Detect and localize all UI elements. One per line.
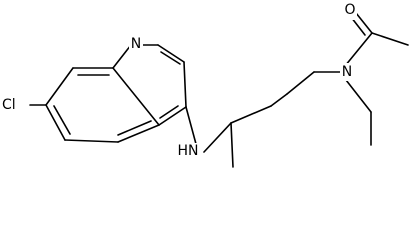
acetamide-group [344,12,409,146]
bond-c8a-n1 [112,44,132,69]
bond-c3-c4 [183,61,187,108]
benzo-ring [45,67,160,143]
bond-c4-nh [185,106,197,145]
bond-c2-c3 [157,44,185,63]
bond-carbonyl-double-a [355,12,373,34]
bond-c8-c7 [45,67,74,106]
bond-c4a-c8a [112,67,160,126]
bond-c7-c6 [45,104,66,141]
label-carbonyl-oxygen: O [343,2,357,20]
ring-nitrogen-label: N [131,36,141,52]
chlorine-label: Cl [2,97,16,113]
bond-carbonyl-c-methyl [371,32,409,46]
pentyl-chain [203,71,343,168]
amine-label: HN [178,143,199,159]
label-amide-nitrogen: N [340,63,354,81]
bond-c2-c3-inner [160,51,181,65]
bond-c7-c6-inner [53,105,71,135]
bond-amide-n-carbonyl-c [344,32,373,67]
pyridine-ring [112,44,187,126]
bond-c4-c4a [158,106,187,126]
bond-ch2-a-ch2-b [270,93,288,107]
label-amine: HN [175,143,201,161]
bond-c5-c4a [117,124,160,143]
molecule-structure-diagram: N Cl HN N O [2,2,409,168]
bond-amide-n-ethyl-ch2 [345,79,372,113]
bond-c6-c5 [64,139,119,143]
bond-nh-ch [203,122,232,153]
bond-c5-c4a-inner [117,120,152,136]
label-ring-nitrogen: N [129,36,143,54]
amide-nitrogen-label: N [342,64,352,80]
label-chlorine: Cl [2,97,16,113]
bond-c4-c4a-inner [159,105,179,119]
bond-ch-methyl [230,122,234,168]
bond-ch2-b-ch2-c [286,71,315,95]
bond-ch-ch2-a [230,105,272,124]
carbonyl-oxygen-label: O [344,2,355,18]
